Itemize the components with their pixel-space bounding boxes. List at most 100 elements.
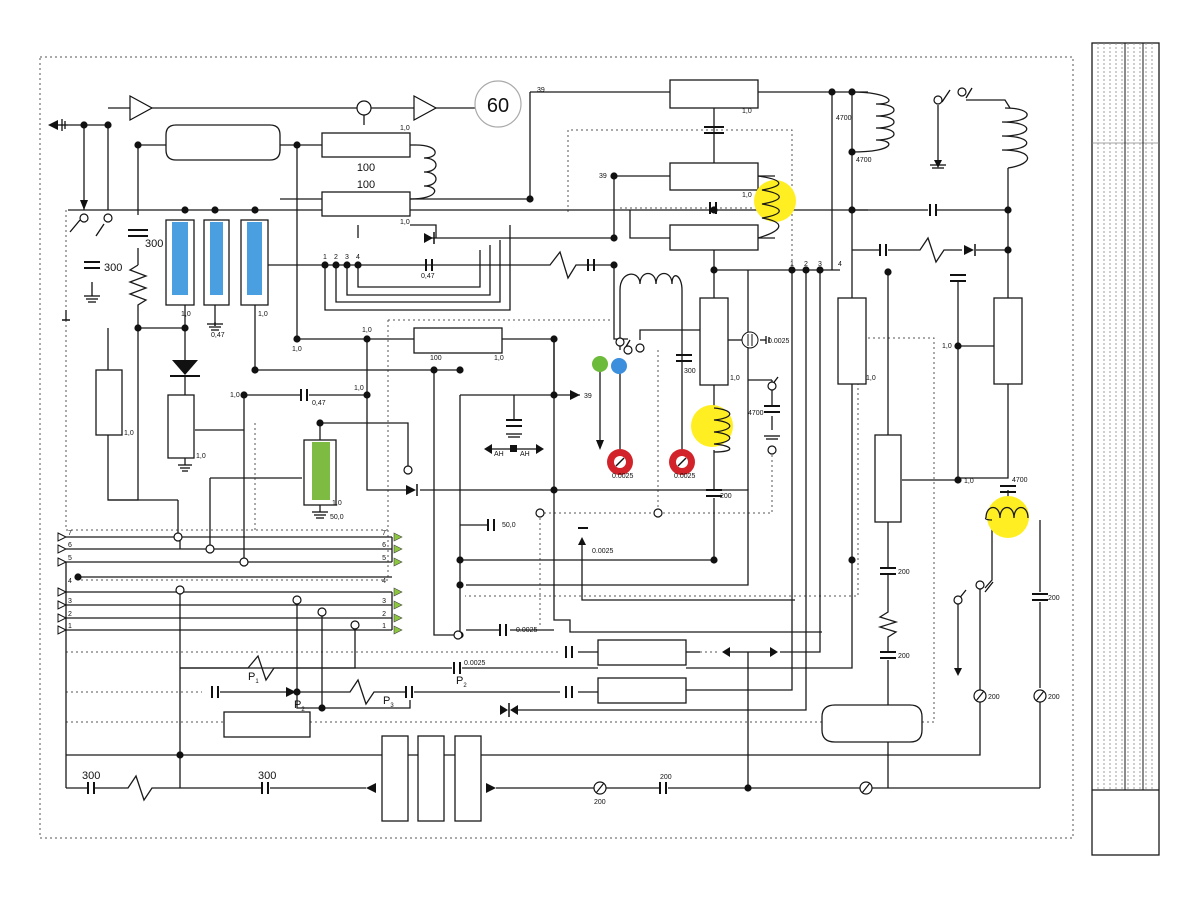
val-1-0-a: 1,0	[400, 125, 410, 132]
terminal-number: 3	[818, 261, 822, 268]
arrows	[48, 94, 962, 793]
junction-dot	[954, 476, 962, 484]
terminal-number: 4	[356, 254, 360, 261]
open-terminal	[317, 607, 327, 617]
p2b-label: P2	[456, 675, 467, 689]
tall-block-2	[417, 735, 445, 822]
bus-number-right: 6	[382, 542, 386, 549]
bus-number-right: 1	[382, 623, 386, 630]
val-1-0-h: 1,0	[362, 327, 372, 334]
junction-dot	[134, 141, 142, 149]
junction-dot	[240, 391, 248, 399]
junction-dot	[293, 141, 301, 149]
terminal-number: 4	[838, 261, 842, 268]
junction-dot	[251, 366, 259, 374]
coils	[409, 91, 1029, 538]
yellow-highlight-2	[691, 405, 733, 447]
bus-arrow-marker	[393, 613, 403, 623]
blue-cell-3	[247, 222, 262, 295]
val-200-f: 200	[1048, 694, 1060, 701]
junction-dot	[343, 261, 351, 269]
junction-dot	[354, 261, 362, 269]
open-terminal	[292, 595, 302, 605]
open-terminals	[79, 87, 985, 640]
tall-block-1	[381, 735, 409, 822]
junction-dot	[816, 266, 824, 274]
dotted-frame	[39, 56, 1074, 839]
colored-terminals	[592, 356, 695, 475]
labels: 60 100 100 300 300 300 300 39 39 39 1,0 …	[82, 87, 1060, 806]
junction-dot	[74, 573, 82, 581]
resistor-mid-vertical	[699, 297, 729, 386]
transformer-box-top	[669, 79, 759, 109]
r100-top-label: 100	[357, 162, 375, 174]
val-1-0-l: 1,0	[124, 430, 134, 437]
junction-dot	[802, 266, 810, 274]
junction-dot	[550, 391, 558, 399]
terminal-number: 3	[345, 254, 349, 261]
yellow-highlight-3	[987, 496, 1029, 538]
resistor-right-a	[837, 297, 867, 385]
blue-cell-2	[210, 222, 223, 295]
c300-bottom-mid-label: 300	[258, 770, 276, 782]
tube-lamp	[165, 124, 281, 161]
junction-dot	[848, 148, 856, 156]
open-terminal	[975, 580, 985, 590]
bus-number-left: 7	[68, 530, 72, 537]
bus-arrow-marker	[393, 625, 403, 635]
junction-dot	[848, 206, 856, 214]
val-0-47-c: 0,47	[312, 400, 326, 407]
badge-circle	[474, 80, 522, 128]
val-1-0-b: 1,0	[400, 219, 410, 226]
junction-dot	[363, 391, 371, 399]
diode-large	[172, 360, 198, 375]
bus-number-left: 1	[68, 623, 72, 630]
bus-number-left: 4	[68, 578, 72, 585]
resistor-100-second	[321, 191, 411, 217]
open-terminal	[350, 620, 360, 630]
resistor-left-vertical	[95, 369, 123, 436]
diodes	[170, 232, 976, 717]
symbols	[69, 80, 1047, 795]
tank-capsule	[821, 704, 923, 743]
open-terminal	[205, 544, 215, 554]
open-terminal	[79, 213, 89, 223]
wires	[65, 91, 1041, 802]
val-1-0-r: 1,0	[964, 478, 974, 485]
val-1-0-j: 1,0	[230, 392, 240, 399]
junction-dot	[710, 206, 718, 214]
val-39-right: 39	[584, 393, 592, 400]
val-200-a: 200	[720, 493, 732, 500]
open-terminal	[615, 337, 625, 347]
junction-dots	[74, 88, 1012, 792]
open-terminal	[933, 95, 943, 105]
bus-number-left: 6	[68, 542, 72, 549]
transformer-box-low	[669, 224, 759, 251]
junction-dot	[211, 206, 219, 214]
val-39-top: 39	[537, 87, 545, 94]
val-200-g: 200	[660, 774, 672, 781]
open-terminal	[623, 345, 633, 355]
val-200-c: 200	[898, 653, 910, 660]
junction-dot	[293, 335, 301, 343]
bus-markers	[57, 532, 403, 635]
r100-second-label: 100	[357, 179, 375, 191]
c300-mid-label: 300	[104, 262, 122, 274]
battery-cells	[165, 219, 337, 506]
bus-arrow-marker	[393, 600, 403, 610]
junction-dot	[954, 342, 962, 350]
junction-dot	[788, 266, 796, 274]
val-1-0-i: 1,0	[494, 355, 504, 362]
junction-dot	[293, 688, 301, 696]
val-50-0-a: 50,0	[330, 514, 344, 521]
junction-dot	[316, 419, 324, 427]
val-0-0025-e: 0.0025	[516, 627, 538, 634]
bus-number-left: 5	[68, 555, 72, 562]
val-1-0-m: 1,0	[196, 453, 206, 460]
open-terminal	[767, 445, 777, 455]
resistor-bottom-b	[597, 677, 687, 704]
val-1-0-p: 1,0	[866, 375, 876, 382]
open-terminal	[535, 508, 545, 518]
